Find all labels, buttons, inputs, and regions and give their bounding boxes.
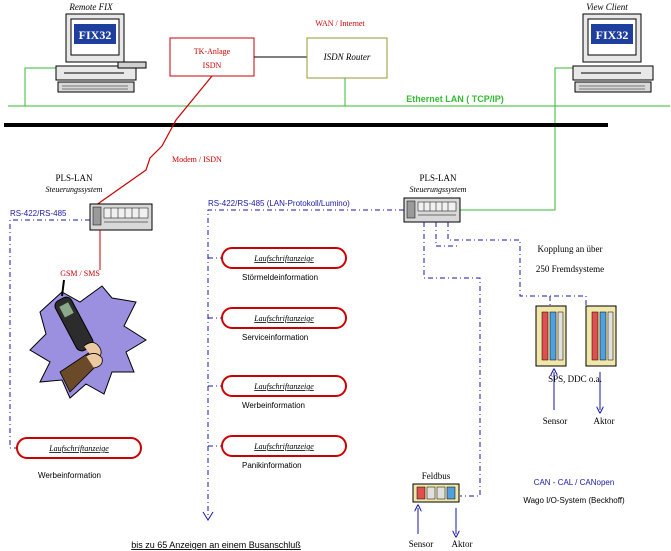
tk-anlage-line1: TK-Anlage (194, 47, 231, 56)
pls-right-subtitle: Steuerungssystem (410, 185, 467, 194)
wan-internet-label: WAN / Internet (315, 19, 365, 28)
feldbus-label: Feldbus (422, 471, 451, 481)
middle-display-caption: Störmeldeinformation (242, 273, 318, 282)
sps-cabinets-icon (535, 305, 617, 367)
tk-anlage-line2: ISDN (203, 61, 222, 70)
left-display-label: Laufschriftanzeige (48, 444, 109, 453)
view-client-label: View Client (586, 2, 628, 12)
pls-right-title: PLS-LAN (419, 173, 457, 183)
bus-end-arrow-icon (202, 511, 214, 521)
view-client-workstation (572, 13, 654, 93)
gsm-sms-label: GSM / SMS (60, 269, 100, 278)
left-display-caption: Werbeinformation (38, 471, 101, 480)
backbone-bar (4, 123, 608, 127)
mobile-phone-icon (29, 279, 147, 399)
middle-display-label: Laufschriftanzeige (253, 382, 314, 391)
tk-anlage-box (169, 37, 255, 77)
right-controller-links (423, 222, 587, 497)
feldbus-sensor-label: Sensor (409, 539, 434, 549)
kopplung-line1: Kopplung an über (538, 244, 603, 254)
pls-right-controller (403, 197, 461, 223)
pls-left-controller (89, 203, 153, 231)
ethernet-lan-label: Ethernet LAN ( TCP/IP) (406, 94, 504, 104)
sps-label: SPS, DDC o.a. (548, 374, 602, 384)
remote-fix-workstation (55, 13, 147, 93)
isdn-router-label: ISDN Router (323, 52, 371, 62)
middle-display-label: Laufschriftanzeige (253, 442, 314, 451)
modem-isdn-label: Modem / ISDN (172, 155, 222, 164)
middle-display-caption: Werbeinformation (242, 401, 305, 410)
middle-display-caption: Panikinformation (242, 461, 302, 470)
view-client-logo: FIX32 (596, 28, 629, 42)
middle-display-label: Laufschriftanzeige (253, 314, 314, 323)
middle-display-label: Laufschriftanzeige (253, 254, 314, 263)
kopplung-line2: 250 Fremdsysteme (536, 264, 604, 274)
isdn-router-box (306, 37, 388, 79)
pls-left-bus-line (9, 219, 90, 449)
wago-label: Wago I/O-System (Beckhoff) (523, 496, 625, 505)
feldbus-module-icon (412, 483, 460, 503)
modem-link (91, 75, 213, 209)
pls-right-bus-label: RS-422/RS-485 (LAN-Protokoll/Lumino) (208, 199, 350, 208)
remote-fix-logo: FIX32 (79, 28, 112, 42)
middle-displays-group: LaufschriftanzeigeStörmeldeinformationLa… (221, 247, 347, 470)
feldbus-aktor-label: Aktor (452, 539, 473, 549)
pls-left-bus-label: RS-422/RS-485 (10, 209, 67, 218)
pls-left-subtitle: Steuerungssystem (46, 185, 103, 194)
middle-display-caption: Serviceinformation (242, 333, 308, 342)
remote-fix-label: Remote FIX (68, 2, 113, 12)
middle-bus-lines (207, 209, 404, 516)
can-label: CAN - CAL / CANopen (534, 478, 615, 487)
sps-aktor-label: Aktor (594, 416, 615, 426)
sps-sensor-label: Sensor (543, 416, 568, 426)
pls-left-title: PLS-LAN (55, 173, 93, 183)
bottom-note: bis zu 65 Anzeigen an einem Busanschluß (131, 540, 301, 550)
ethernet-lan-lines (8, 67, 670, 211)
